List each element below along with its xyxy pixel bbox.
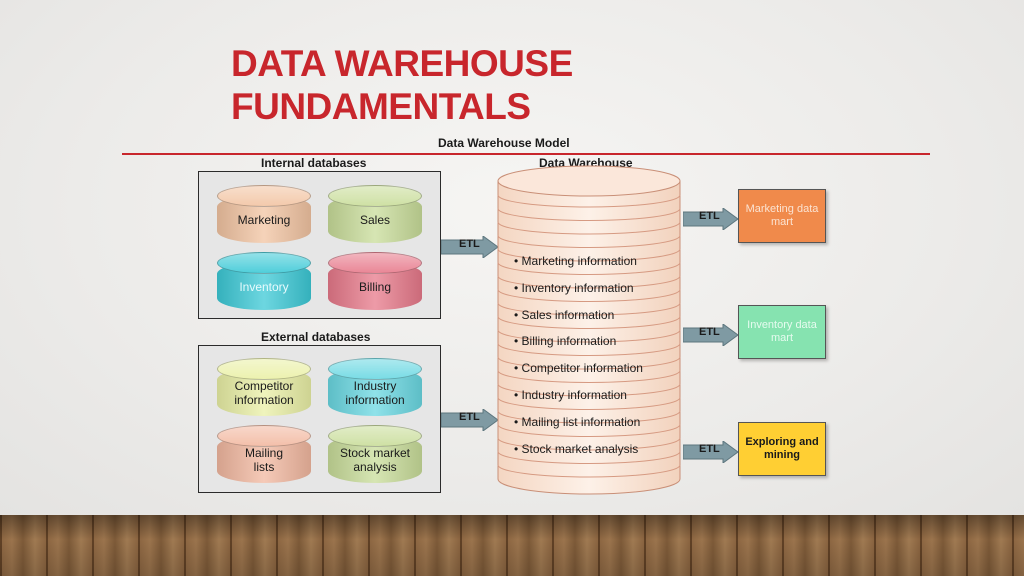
db-cylinder-top xyxy=(217,425,311,447)
exploring-and-mining-box: Exploring and mining xyxy=(738,422,826,476)
etl-arrow-icon xyxy=(441,236,499,258)
etl-label: ETL xyxy=(699,326,720,338)
list-item: Inventory information xyxy=(514,275,643,302)
list-item: Industry information xyxy=(514,382,643,409)
etl-arrow-icon xyxy=(441,409,499,431)
cylinder-ring xyxy=(497,221,681,235)
sales-database: Sales xyxy=(328,185,422,243)
mart-label: Exploring and mining xyxy=(745,436,819,461)
title-line-1: DATA WAREHOUSE xyxy=(231,43,573,84)
title-divider xyxy=(122,153,930,155)
page-title: DATA WAREHOUSE FUNDAMENTALS xyxy=(231,42,573,128)
mailing-lists-database: Mailing lists xyxy=(217,425,311,483)
db-cylinder-top xyxy=(328,358,422,380)
warehouse-contents-list: Marketing information Inventory informat… xyxy=(514,248,643,462)
industry-information-database: Industry information xyxy=(328,358,422,416)
etl-label: ETL xyxy=(459,411,480,423)
db-cylinder-top xyxy=(328,425,422,447)
db-label: Industry information xyxy=(345,379,405,407)
etl-label: ETL xyxy=(459,238,480,250)
external-databases-header: External databases xyxy=(261,330,371,344)
billing-database: Billing xyxy=(328,252,422,310)
db-label: Mailing lists xyxy=(244,446,283,474)
db-label: Competitor information xyxy=(234,379,294,407)
list-item: Marketing information xyxy=(514,248,643,275)
cylinder-ring xyxy=(497,208,681,221)
list-item: Sales information xyxy=(514,302,643,329)
etl-arrow-icon xyxy=(683,441,739,463)
diagram-title: Data Warehouse Model xyxy=(438,136,570,150)
db-label: Billing xyxy=(358,280,391,294)
list-item: Billing information xyxy=(514,328,643,355)
wood-floor xyxy=(0,515,1024,576)
list-item: Stock market analysis xyxy=(514,436,643,463)
etl-label: ETL xyxy=(699,443,720,455)
mart-label: Marketing data mart xyxy=(745,203,819,228)
etl-arrow-icon xyxy=(683,208,739,230)
inventory-database: Inventory xyxy=(217,252,311,310)
inventory-data-mart: Inventory data mart xyxy=(738,305,826,359)
db-cylinder-top xyxy=(217,252,311,274)
db-cylinder-top xyxy=(217,358,311,380)
mart-label: Inventory data mart xyxy=(747,319,817,344)
marketing-data-mart: Marketing data mart xyxy=(738,189,826,243)
data-warehouse-diagram: Data Warehouse Model Internal databases … xyxy=(0,0,1024,515)
cylinder-ring xyxy=(497,451,681,464)
list-item: Mailing list information xyxy=(514,409,643,436)
cylinder-ring xyxy=(497,194,681,208)
etl-label: ETL xyxy=(699,210,720,222)
marketing-database: Marketing xyxy=(217,185,311,243)
db-label: Stock market analysis xyxy=(339,446,411,474)
db-cylinder-top xyxy=(217,185,311,207)
etl-arrow-icon xyxy=(683,324,739,346)
db-label: Sales xyxy=(359,213,391,227)
competitor-information-database: Competitor information xyxy=(217,358,311,416)
db-cylinder-top xyxy=(328,185,422,207)
db-label: Inventory xyxy=(239,280,289,294)
stock-market-analysis-database: Stock market analysis xyxy=(328,425,422,483)
title-line-2: FUNDAMENTALS xyxy=(231,86,531,127)
db-label: Marketing xyxy=(237,213,291,227)
cylinder-ring xyxy=(497,464,681,478)
db-cylinder-top xyxy=(328,252,422,274)
list-item: Competitor information xyxy=(514,355,643,382)
internal-databases-header: Internal databases xyxy=(261,156,367,170)
